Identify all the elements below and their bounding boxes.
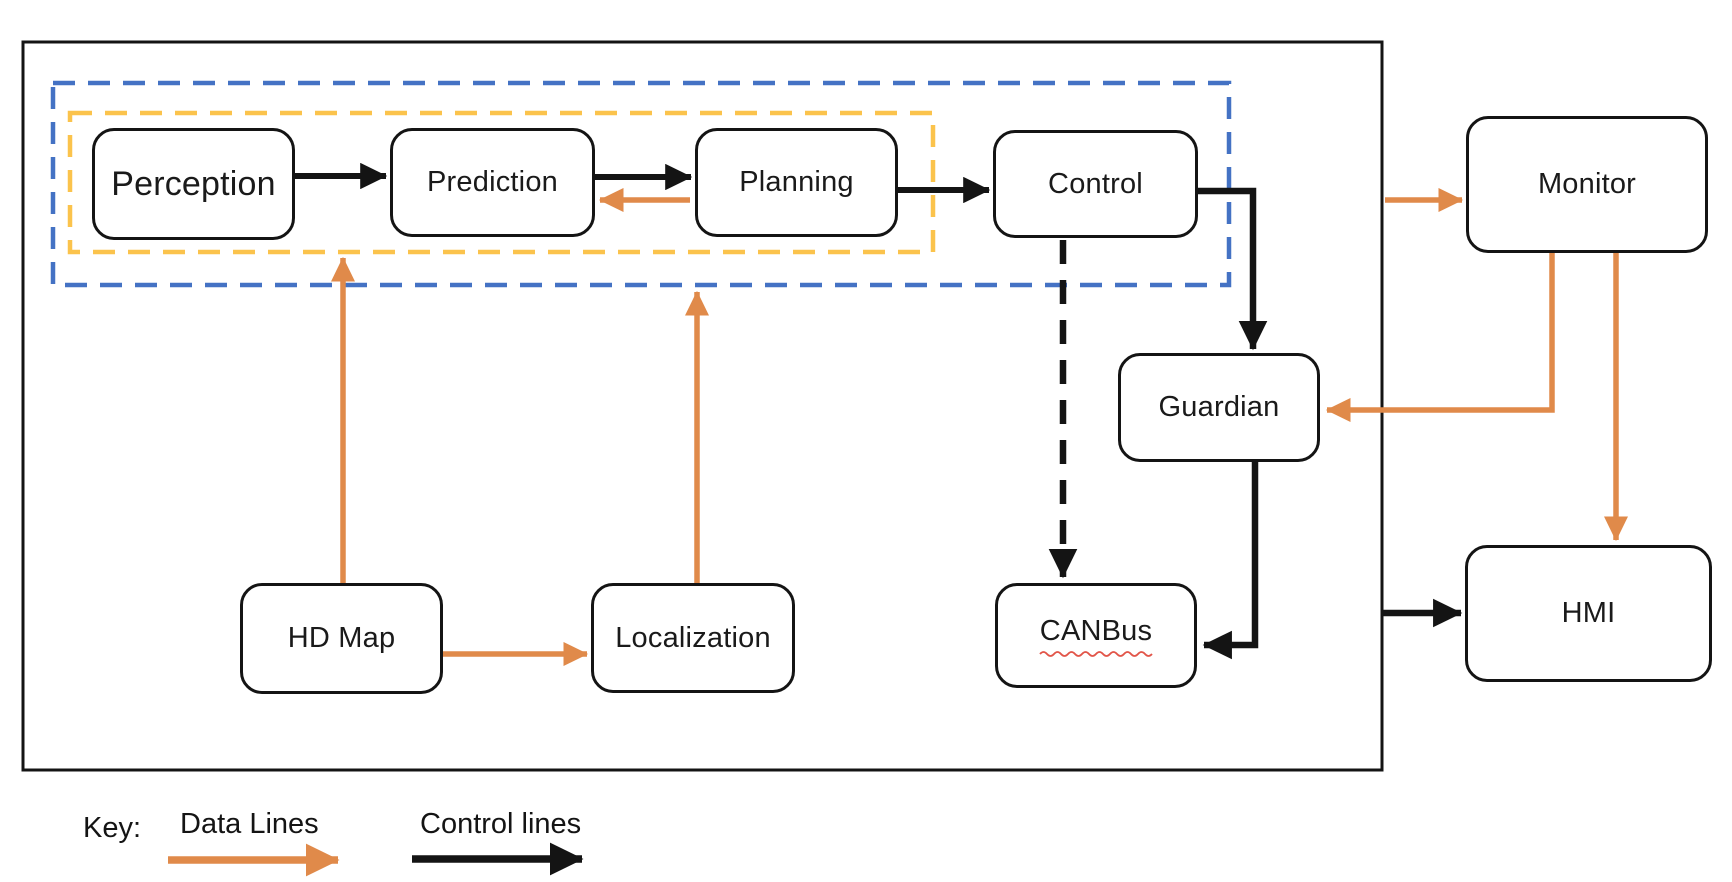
node-control-label: Control bbox=[1048, 167, 1143, 200]
edge-monitor-guardian bbox=[1325, 253, 1555, 423]
node-canbus-label: CANBus bbox=[1039, 614, 1153, 647]
node-planning: Planning bbox=[695, 128, 898, 237]
node-hmi: HMI bbox=[1465, 545, 1712, 682]
node-monitor-label: Monitor bbox=[1537, 168, 1637, 200]
spellcheck-underline bbox=[1039, 650, 1153, 657]
node-perception-label: Perception bbox=[111, 164, 276, 203]
node-localization: Localization bbox=[591, 583, 795, 693]
node-planning-label: Planning bbox=[739, 166, 854, 198]
node-localization-label: Localization bbox=[615, 621, 771, 654]
node-canbus: CANBus bbox=[995, 583, 1197, 688]
legend-data-lines-label: Data Lines bbox=[180, 808, 319, 840]
edge-guardian-canbus bbox=[1202, 462, 1259, 660]
edge-control-guardian bbox=[1197, 187, 1268, 351]
node-monitor: Monitor bbox=[1466, 116, 1708, 253]
outer-module-group-outline bbox=[50, 80, 1232, 288]
node-prediction-label: Prediction bbox=[427, 166, 558, 198]
node-guardian: Guardian bbox=[1118, 353, 1320, 462]
node-perception: Perception bbox=[92, 128, 295, 240]
node-hmi-label: HMI bbox=[1561, 597, 1616, 629]
node-prediction: Prediction bbox=[390, 128, 595, 237]
system-boundary bbox=[21, 40, 1384, 772]
node-control: Control bbox=[993, 130, 1198, 238]
node-guardian-label: Guardian bbox=[1158, 391, 1280, 423]
legend-key-label: Key: bbox=[83, 812, 142, 844]
node-hd-map-label: HD Map bbox=[287, 622, 396, 654]
node-hd-map: HD Map bbox=[240, 583, 443, 694]
inner-module-group-outline bbox=[67, 110, 936, 255]
legend-control-lines-label: Control lines bbox=[420, 808, 582, 840]
